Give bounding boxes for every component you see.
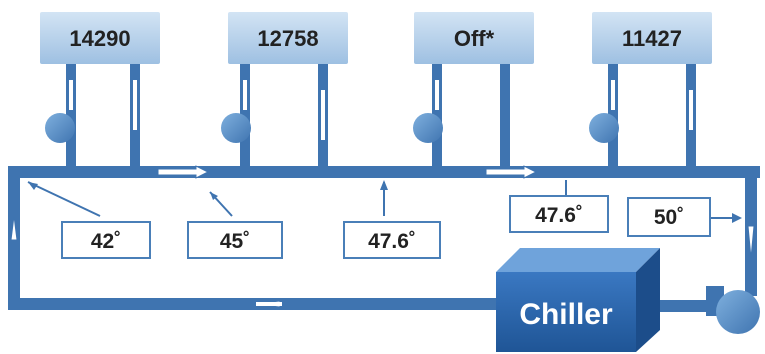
chiller-pump-icon bbox=[706, 286, 760, 334]
temperature-label: 42˚ bbox=[91, 230, 121, 253]
chiller-unit: Chiller bbox=[496, 248, 660, 352]
unit-label: 14290 bbox=[69, 26, 130, 51]
pump-icon bbox=[413, 113, 443, 143]
riser-pumps bbox=[45, 113, 619, 143]
pump-icon bbox=[45, 113, 75, 143]
chiller-label: Chiller bbox=[519, 298, 613, 331]
temperature-label: 50˚ bbox=[654, 206, 684, 229]
temperature-label: 47.6˚ bbox=[368, 230, 416, 253]
load-unit: Off* bbox=[414, 12, 534, 64]
temperature-box: 47.6˚ bbox=[509, 195, 609, 233]
unit-label: Off* bbox=[454, 26, 495, 51]
unit-label: 11427 bbox=[622, 26, 682, 51]
temperature-box: 45˚ bbox=[187, 221, 283, 259]
unit-label: 12758 bbox=[257, 26, 318, 51]
load-unit: 14290 bbox=[40, 12, 160, 64]
temperature-box: 42˚ bbox=[61, 221, 151, 259]
temperature-pointers bbox=[27, 180, 742, 223]
pump-icon bbox=[221, 113, 251, 143]
riser-pipes bbox=[66, 60, 696, 166]
temperature-box: 50˚ bbox=[627, 197, 711, 237]
temperature-label: 47.6˚ bbox=[535, 204, 583, 227]
temperature-label: 45˚ bbox=[220, 230, 250, 253]
down-arrow-icon bbox=[747, 225, 755, 259]
load-unit: 12758 bbox=[228, 12, 348, 64]
right-arrow-icon bbox=[485, 165, 538, 179]
riser-flow-marks bbox=[69, 80, 693, 140]
up-arrow-icon bbox=[10, 215, 18, 241]
right-arrow-icon bbox=[157, 165, 210, 179]
load-unit: 11427 bbox=[592, 12, 712, 64]
temperature-box: 47.6˚ bbox=[343, 221, 441, 259]
flow-arrows bbox=[10, 165, 755, 308]
pump-icon bbox=[589, 113, 619, 143]
